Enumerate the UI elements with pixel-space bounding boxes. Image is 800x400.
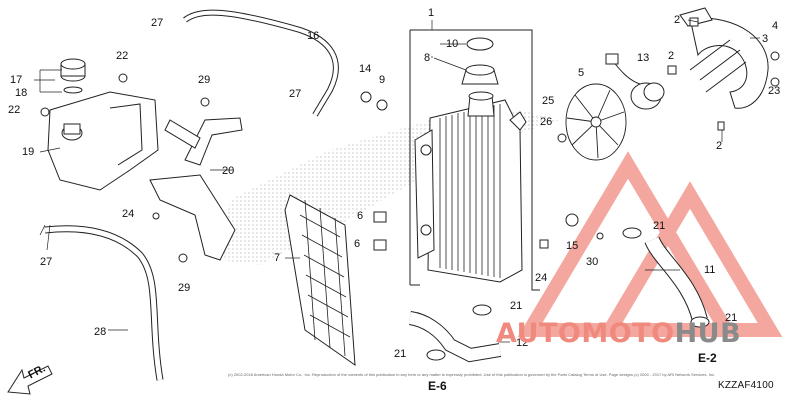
callout-11: 11 [704,264,716,276]
radiator-guard [284,194,356,367]
reserve-tank [47,91,159,191]
callout-30: 30 [586,256,599,268]
callout-27b: 27 [289,88,302,100]
callout-19: 19 [22,146,35,158]
callout-13: 13 [637,52,650,64]
watermark-text-main: AUTOMOTO [496,318,675,349]
cooling-fan [565,83,627,161]
tank-bracket [149,117,243,261]
callout-27c: 27 [40,256,53,268]
callout-21c: 21 [725,312,738,324]
callout-9: 9 [379,74,386,86]
leader-lines [34,19,760,343]
callout-21d: 21 [394,348,407,360]
callout-21a: 21 [653,220,666,232]
callout-6b: 6 [354,238,361,250]
callout-7: 7 [274,252,281,264]
callout-18: 18 [15,87,28,99]
callout-1: 1 [428,7,435,19]
callout-2a: 2 [674,14,681,26]
watermark-text-accent: HUB [674,318,742,349]
callout-5: 5 [578,67,585,79]
bolts [40,17,780,263]
diagram-code: KZZAF4100 [718,380,774,391]
callout-2c: 2 [716,140,723,152]
callout-22a: 22 [116,50,129,62]
callout-12: 12 [516,337,529,349]
callout-17: 17 [10,74,23,86]
callout-10: 10 [446,38,459,50]
callout-26: 26 [540,116,553,128]
callout-6a: 6 [357,210,364,222]
callout-29a: 29 [198,74,211,86]
radiator-core [414,99,527,283]
callout-27a: 27 [151,17,164,29]
callout-24a: 24 [122,208,135,220]
callout-22b: 22 [8,104,21,116]
callout-8: 8 [424,52,431,64]
callout-14: 14 [359,63,372,75]
copyright-notice: (c) 2002-2018 American Honda Motor Co., … [228,372,716,377]
reserve-tank-cap [60,58,86,94]
callout-24b: 24 [535,272,548,284]
front-direction-arrow [7,365,53,395]
watermark-triangles [517,151,783,337]
radiator-cap [461,37,499,117]
callout-21b: 21 [510,300,523,312]
fan-shroud [679,7,769,109]
callout-23: 23 [768,85,781,97]
callout-16: 16 [307,30,320,42]
watermark-logo: AUTOMOTOHUB [496,318,741,349]
reference-e6: E-6 [428,379,447,393]
hoses [44,9,708,381]
callout-15: 15 [566,240,579,252]
hose-clamps [426,227,710,361]
callout-2b: 2 [668,50,675,62]
callout-3: 3 [762,33,769,45]
callout-29b: 29 [178,282,191,294]
radiator-assembly-box [409,29,540,291]
callout-4: 4 [772,20,779,32]
callout-25: 25 [542,95,555,107]
callout-28: 28 [94,326,107,338]
reference-e2: E-2 [698,351,717,365]
fan-motor [605,53,665,110]
callout-20: 20 [222,165,235,177]
